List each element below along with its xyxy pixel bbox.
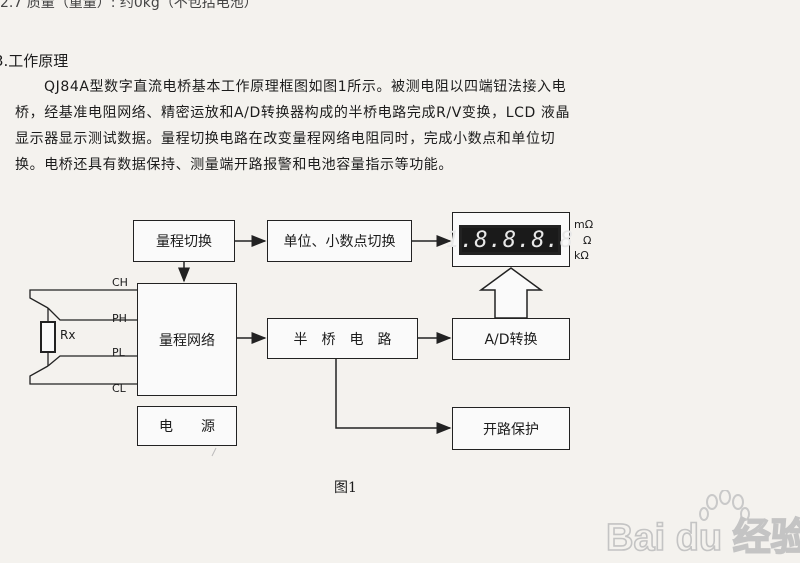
terminal-ch-label: CH: [112, 276, 128, 289]
terminal-pl-label: PL: [112, 346, 125, 359]
terminal-ph-label: PH: [112, 312, 127, 325]
open-circuit-protection-box: 开路保护: [452, 407, 570, 450]
top-spec-line: 2.7 质量（重量）: 约0kg（不包括电池）: [0, 0, 258, 11]
range-switch-box: 量程切换: [133, 220, 235, 262]
ad-converter-label: A/D转换: [484, 332, 538, 348]
unit-kiloohm: kΩ: [574, 249, 589, 262]
faint-mark: [211, 447, 217, 457]
half-bridge-box: 半 桥 电 路: [267, 318, 418, 359]
power-supply-label: 电 源: [159, 419, 215, 435]
hollow-arrow-ad-to-display: [478, 267, 544, 319]
range-switch-label: 量程切换: [156, 234, 212, 250]
unit-decimal-switch-label: 单位、小数点切换: [283, 234, 396, 250]
svg-text:Bai du 经验: Bai du 经验: [606, 517, 800, 559]
power-supply-box: 电 源: [137, 406, 237, 446]
section-heading: 3.工作原理: [0, 52, 69, 70]
range-network-label: 量程网络: [159, 332, 215, 349]
figure-caption: 图1: [334, 480, 357, 496]
unit-decimal-switch-box: 单位、小数点切换: [267, 220, 412, 262]
unit-ohm: Ω: [583, 234, 592, 247]
terminal-cl-label: CL: [112, 382, 126, 395]
open-circuit-protection-label: 开路保护: [483, 421, 539, 438]
paragraph-line-2: 桥，经基准电阻网络、精密运放和A/D转换器构成的半桥电路完成R/V变换，LCD …: [15, 105, 571, 121]
half-bridge-label: 半 桥 电 路: [293, 331, 392, 348]
unit-milliohm: mΩ: [574, 218, 594, 231]
ad-converter-box: A/D转换: [452, 318, 570, 360]
four-terminal-wiring: [29, 289, 137, 385]
rx-resistor-symbol: [40, 321, 56, 353]
paragraph-line-3: 显示器显示测试数据。量程切换电路在改变量程网络电阻同时，完成小数点和单位切: [15, 131, 556, 147]
baidu-jingyan-watermark: Bai du 经验: [605, 490, 800, 560]
rx-label: Rx: [60, 328, 76, 342]
paragraph-line-1: QJ84A型数字直流电桥基本工作原理框图如图1所示。被测电阻以四端钮法接入电: [44, 79, 567, 95]
range-network-box: 量程网络: [137, 283, 237, 396]
lcd-display-digits: 1.8.8.8.8: [446, 225, 573, 255]
arrow-bridge-to-protection: [335, 359, 452, 434]
paragraph-line-4: 换。电桥还具有数据保持、测量端开路报警和电池容量指示等功能。: [15, 157, 453, 173]
